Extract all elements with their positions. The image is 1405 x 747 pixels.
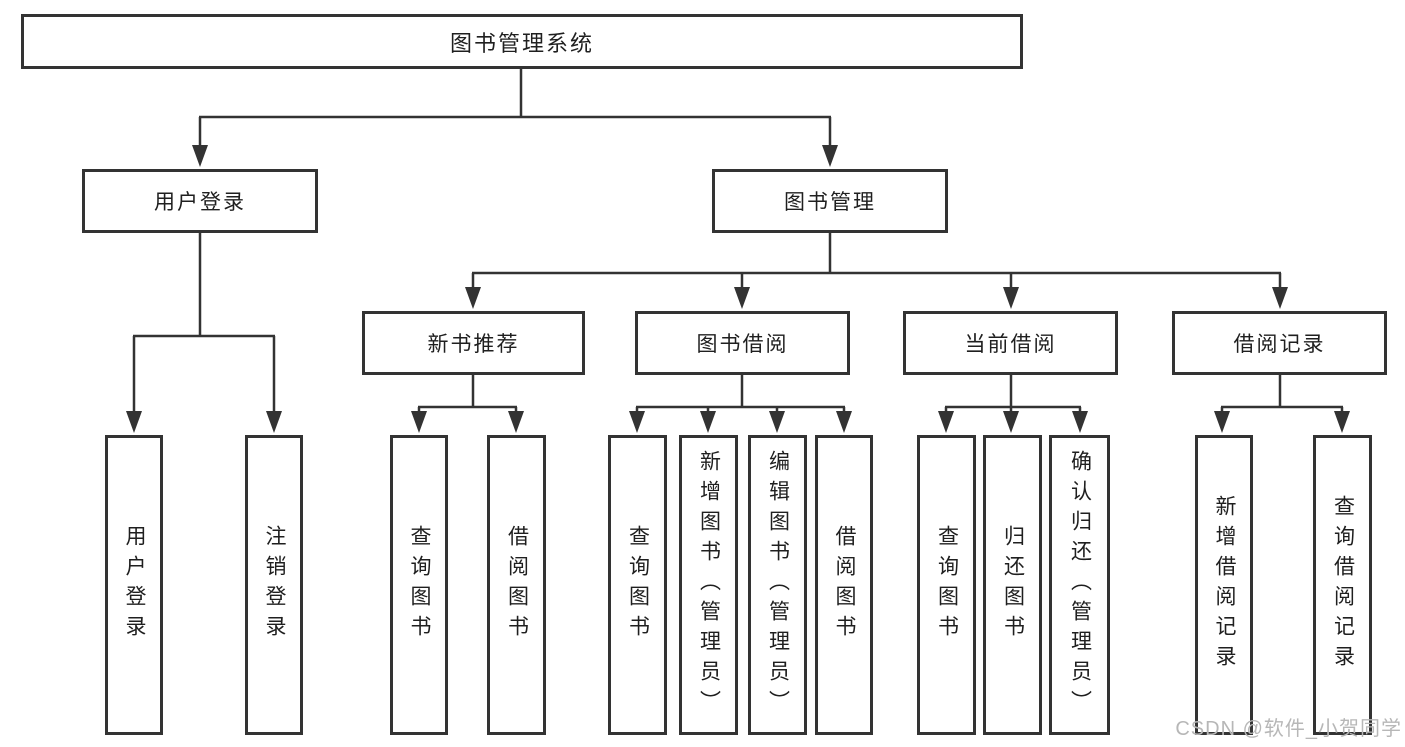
- node-book-management: 图书管理: [712, 169, 948, 233]
- csdn-watermark: CSDN @软件_小贺同学: [1175, 718, 1402, 740]
- node-book-borrowing: 图书借阅: [635, 311, 850, 375]
- leaf-edit-books-admin: 编辑图书（管理员）: [748, 435, 807, 735]
- leaf-borrow-books-borrowing: 借阅图书: [815, 435, 873, 735]
- leaf-query-books-recommend: 查询图书: [390, 435, 448, 735]
- node-current-borrowing: 当前借阅: [903, 311, 1118, 375]
- leaf-query-borrow-record: 查询借阅记录: [1313, 435, 1372, 735]
- leaf-user-login: 用户登录: [105, 435, 163, 735]
- connector-lines: [132, 68, 1344, 413]
- leaf-borrow-books-recommend: 借阅图书: [487, 435, 546, 735]
- leaf-confirm-return-admin: 确认归还（管理员）: [1049, 435, 1110, 735]
- leaf-add-borrow-record: 新增借阅记录: [1195, 435, 1253, 735]
- leaf-add-books-admin: 新增图书（管理员）: [679, 435, 738, 735]
- leaf-logout-login: 注销登录: [245, 435, 303, 735]
- node-user-login: 用户登录: [82, 169, 318, 233]
- node-root: 图书管理系统: [21, 14, 1023, 69]
- connector-arrowheads: [126, 145, 1350, 433]
- node-borrowing-records: 借阅记录: [1172, 311, 1387, 375]
- leaf-return-books: 归还图书: [983, 435, 1042, 735]
- leaf-query-books-current: 查询图书: [917, 435, 976, 735]
- node-new-book-recommend: 新书推荐: [362, 311, 585, 375]
- leaf-query-books-borrowing: 查询图书: [608, 435, 667, 735]
